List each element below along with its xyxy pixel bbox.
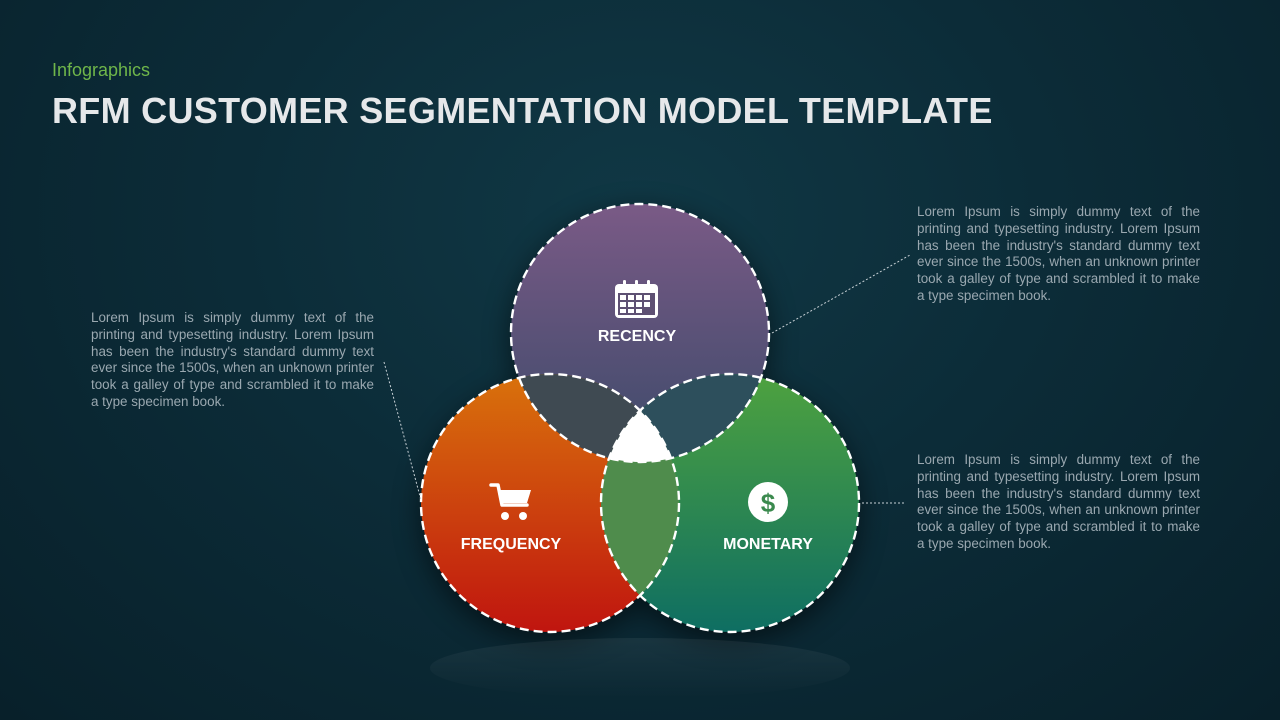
- description-top-right: Lorem Ipsum is simply dummy text of the …: [917, 204, 1200, 303]
- description-bottom-right: Lorem Ipsum is simply dummy text of the …: [917, 452, 1200, 551]
- monetary-label: MONETARY: [723, 536, 813, 553]
- connector-top-right: [771, 254, 911, 334]
- frequency-label: FREQUENCY: [461, 536, 562, 553]
- connector-lines: [383, 254, 911, 504]
- description-left: Lorem Ipsum is simply dummy text of the …: [91, 310, 374, 409]
- eyebrow-label: Infographics: [52, 60, 151, 80]
- overlap-recency-frequency: [511, 374, 679, 462]
- page-title: RFM CUSTOMER SEGMENTATION MODEL TEMPLATE: [52, 90, 993, 131]
- connector-left: [383, 361, 422, 501]
- dashed-outlines: [419, 202, 861, 634]
- shopping-cart-icon: [489, 483, 531, 520]
- venn-reflection: [430, 638, 850, 698]
- recency-label: RECENCY: [598, 328, 677, 345]
- calendar-icon: [615, 280, 658, 318]
- overlap-recency-monetary: [601, 374, 769, 462]
- svg-text:$: $: [761, 488, 776, 518]
- dollar-icon: $: [748, 482, 788, 522]
